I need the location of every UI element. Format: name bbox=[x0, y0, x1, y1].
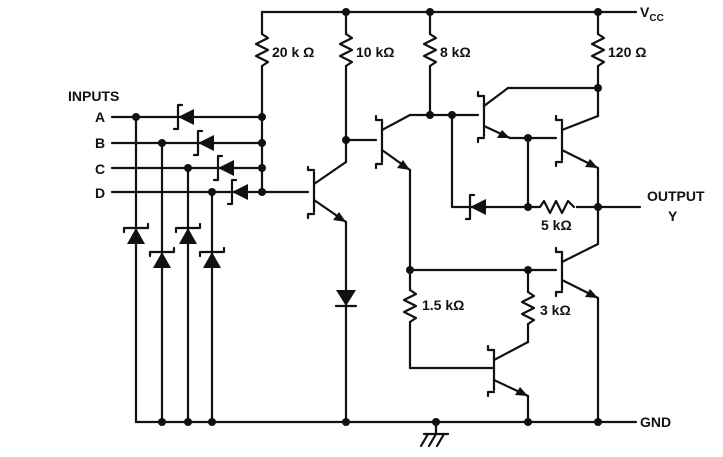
vcc-rail bbox=[260, 8, 638, 16]
resistor-3k bbox=[520, 268, 536, 344]
transistor-q3-icon bbox=[450, 86, 600, 144]
resistor-8k-label: 8 kΩ bbox=[440, 44, 471, 60]
resistor-5k-label: 5 kΩ bbox=[541, 217, 572, 233]
clamp-diode-b-icon bbox=[148, 246, 176, 268]
transistor-q6-icon bbox=[486, 340, 530, 424]
resistor-120-label: 120 Ω bbox=[608, 44, 646, 60]
output-pin-y: Y bbox=[668, 208, 678, 224]
inputs-heading: INPUTS bbox=[68, 88, 119, 104]
feedback-diode-icon bbox=[464, 193, 486, 221]
input-pin-c: C bbox=[95, 161, 105, 177]
input-diode-a-icon bbox=[172, 103, 194, 131]
input-diode-c-icon bbox=[212, 154, 234, 182]
resistor-120 bbox=[590, 10, 606, 118]
resistor-3k-label: 3 kΩ bbox=[540, 302, 571, 318]
input-diode-d-icon bbox=[226, 178, 248, 206]
clamp-diode-c-icon bbox=[174, 222, 202, 244]
resistor-1-5k-label: 1.5 kΩ bbox=[422, 297, 464, 313]
input-diode-b-icon bbox=[192, 129, 214, 157]
chassis-ground-icon bbox=[419, 420, 450, 448]
output-label: OUTPUT bbox=[647, 188, 705, 204]
resistor-20k bbox=[254, 10, 270, 194]
vcc-label: VCC bbox=[640, 4, 664, 24]
input-pin-b: B bbox=[95, 135, 105, 151]
resistor-20k-label: 20 k Ω bbox=[272, 44, 314, 60]
transistor-q1-icon bbox=[260, 160, 348, 224]
clamp-diode-a-icon bbox=[122, 222, 150, 244]
clamp-diode-d-icon bbox=[198, 246, 226, 268]
clamp-diodes bbox=[134, 115, 214, 424]
series-diode-icon bbox=[334, 290, 358, 308]
resistor-5k bbox=[538, 199, 576, 215]
transistor-q2-icon bbox=[344, 113, 414, 274]
transistor-q5-icon bbox=[408, 242, 600, 424]
resistor-10k-label: 10 kΩ bbox=[356, 44, 394, 60]
input-pin-a: A bbox=[95, 109, 105, 125]
gnd-label: GND bbox=[640, 414, 671, 430]
resistor-1-5k bbox=[402, 268, 496, 370]
resistor-8k bbox=[408, 10, 456, 119]
input-pin-d: D bbox=[95, 185, 105, 201]
